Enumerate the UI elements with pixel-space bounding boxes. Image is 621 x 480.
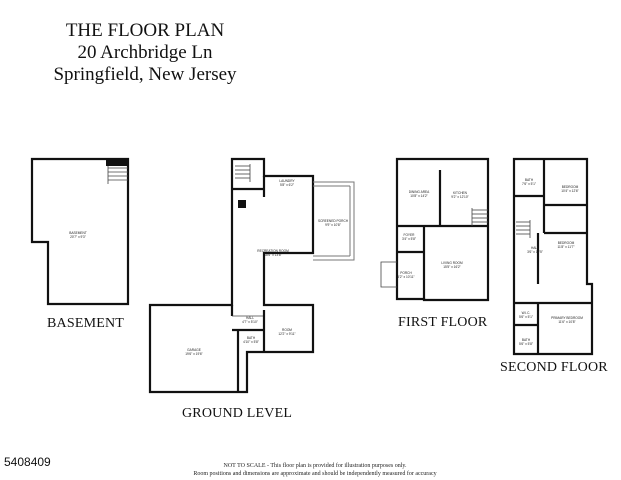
plan-title: THE FLOOR PLAN: [65, 20, 225, 41]
address-line-1: 20 Archbridge Ln: [77, 42, 213, 63]
first-floor-stairs: [471, 208, 488, 226]
floor-label-first-floor: FIRST FLOOR: [398, 315, 488, 330]
basement-plan: [30, 157, 130, 306]
ground-level-plan: [148, 157, 355, 394]
listing-id: 5408409: [4, 455, 51, 469]
room-label-wic: W.I.C.5'6" x 5'1": [519, 311, 533, 319]
basement-stair-block: [106, 160, 128, 166]
first-floor-plan: [380, 157, 490, 302]
address-line-2: Springfield, New Jersey: [53, 64, 237, 85]
disclaimer: NOT TO SCALE - This floor plan is provid…: [180, 462, 450, 478]
basement-stairs: [107, 166, 128, 184]
second-floor-stairs: [516, 220, 531, 238]
screened-porch-outline: [313, 181, 355, 261]
disclaimer-line-2: Room positions and dimensions are approx…: [193, 471, 437, 477]
floor-label-basement: BASEMENT: [47, 316, 125, 331]
ground-stair-block: [238, 200, 246, 208]
floor-label-second-floor: SECOND FLOOR: [500, 360, 608, 375]
ground-stairs: [235, 164, 251, 182]
floor-label-ground-level: GROUND LEVEL: [182, 406, 293, 421]
second-floor-plan: [512, 157, 594, 356]
disclaimer-line-1: NOT TO SCALE - This floor plan is provid…: [223, 463, 407, 469]
